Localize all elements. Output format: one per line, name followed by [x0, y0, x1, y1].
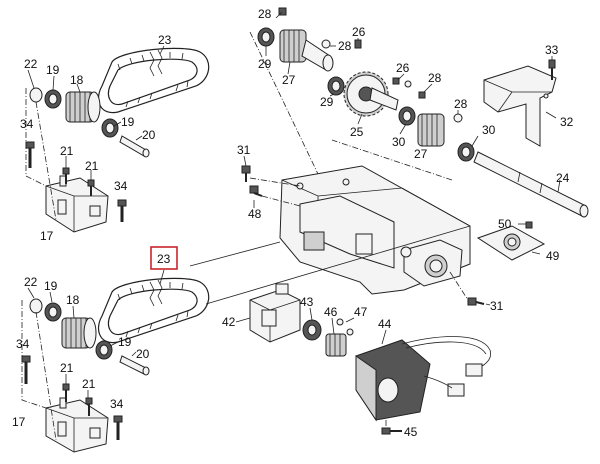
callout-44: 44 — [378, 317, 392, 331]
callout-34: 34 — [114, 179, 128, 193]
screw-31-upper — [241, 165, 251, 182]
callout-18: 18 — [70, 73, 84, 87]
timing-belt-upper — [97, 47, 210, 114]
callout-30: 30 — [392, 135, 406, 149]
callout-19: 19 — [46, 63, 60, 77]
callout-32: 32 — [560, 115, 574, 129]
screw-34-upper-left — [25, 141, 35, 168]
upper-left-pulley-assembly — [25, 45, 210, 233]
callout-25: 25 — [350, 125, 364, 139]
callout-18: 18 — [66, 293, 80, 307]
callout-17: 17 — [40, 229, 54, 243]
gear-25 — [343, 71, 399, 117]
callout-34: 34 — [16, 337, 30, 351]
callout-23-highlighted: 23 — [157, 252, 171, 266]
callout-19: 19 — [118, 335, 132, 349]
callout-19: 19 — [121, 115, 135, 129]
callout-24: 24 — [556, 171, 570, 185]
screw-21-lower-b — [85, 397, 93, 416]
callout-48: 48 — [248, 207, 262, 221]
shaft-20-upper — [119, 135, 150, 158]
timing-belt-lower — [97, 277, 210, 344]
callout-34: 34 — [110, 397, 124, 411]
callout-28: 28 — [258, 7, 272, 21]
callout-22: 22 — [24, 275, 38, 289]
callout-27: 27 — [414, 147, 428, 161]
screw-28-c — [418, 91, 426, 99]
callout-17: 17 — [12, 415, 26, 429]
callout-21: 21 — [82, 377, 96, 391]
callout-23: 23 — [158, 33, 172, 47]
callout-27: 27 — [282, 73, 296, 87]
main-frame — [279, 165, 471, 295]
callout-43: 43 — [300, 295, 314, 309]
washer-22-lower — [29, 298, 43, 314]
shaft-20-lower — [119, 355, 150, 376]
cover-32 — [483, 65, 557, 147]
callout-50: 50 — [498, 217, 512, 231]
callout-21: 21 — [85, 159, 99, 173]
callout-31: 31 — [490, 299, 504, 313]
screw-26-a — [354, 39, 362, 49]
screw-31-lower — [467, 297, 485, 306]
callout-21: 21 — [60, 361, 74, 375]
pulley-27-upper — [279, 29, 334, 72]
motor-44 — [355, 336, 492, 422]
callout-19: 19 — [44, 279, 58, 293]
screw-34-lower-right — [113, 415, 123, 440]
callout-29: 29 — [258, 57, 272, 71]
callout-47: 47 — [354, 305, 368, 319]
callout-49: 49 — [546, 249, 560, 263]
housing-42 — [249, 283, 301, 343]
callout-31: 31 — [237, 143, 251, 157]
screw-26-b — [392, 77, 412, 88]
gear-train-assembly — [249, 7, 479, 181]
callout-22: 22 — [24, 57, 38, 71]
pulley-27-lower — [417, 113, 445, 147]
bracket-17-lower — [45, 397, 109, 453]
highlight-box-23 — [150, 246, 178, 270]
shaft-24 — [473, 151, 589, 218]
callout-28: 28 — [338, 39, 352, 53]
callout-labels: 22 19 18 23 19 20 34 21 21 34 17 28 29 2… — [12, 7, 574, 439]
callout-33: 33 — [545, 43, 559, 57]
setscrew-47 — [336, 318, 354, 336]
callout-20: 20 — [136, 347, 150, 361]
callout-21: 21 — [60, 144, 74, 158]
setscrew-28-d — [453, 113, 463, 123]
screw-45 — [381, 427, 402, 435]
bracket-17-upper — [45, 175, 109, 233]
callout-29: 29 — [320, 95, 334, 109]
callout-45: 45 — [404, 425, 418, 439]
pulley-46 — [325, 333, 347, 357]
callout-34: 34 — [20, 117, 34, 131]
lower-left-pulley-assembly — [21, 269, 210, 453]
callout-26: 26 — [396, 61, 410, 75]
callout-46: 46 — [324, 305, 338, 319]
screw-34-upper-right — [117, 199, 127, 222]
screw-48 — [249, 185, 263, 197]
plate-49 — [476, 225, 546, 261]
pulley-18-upper — [65, 91, 101, 123]
callout-20: 20 — [142, 128, 156, 142]
pulley-18-lower — [61, 317, 97, 349]
screw-28-top — [278, 7, 287, 16]
callout-28: 28 — [428, 71, 442, 85]
setscrew-28-b — [321, 39, 331, 49]
screw-50 — [525, 221, 533, 229]
callout-28: 28 — [454, 97, 468, 111]
callout-42: 42 — [222, 315, 236, 329]
callout-26: 26 — [352, 25, 366, 39]
callout-30: 30 — [482, 123, 496, 137]
screw-34-lower-left — [21, 355, 31, 384]
washer-22-upper — [29, 87, 43, 103]
